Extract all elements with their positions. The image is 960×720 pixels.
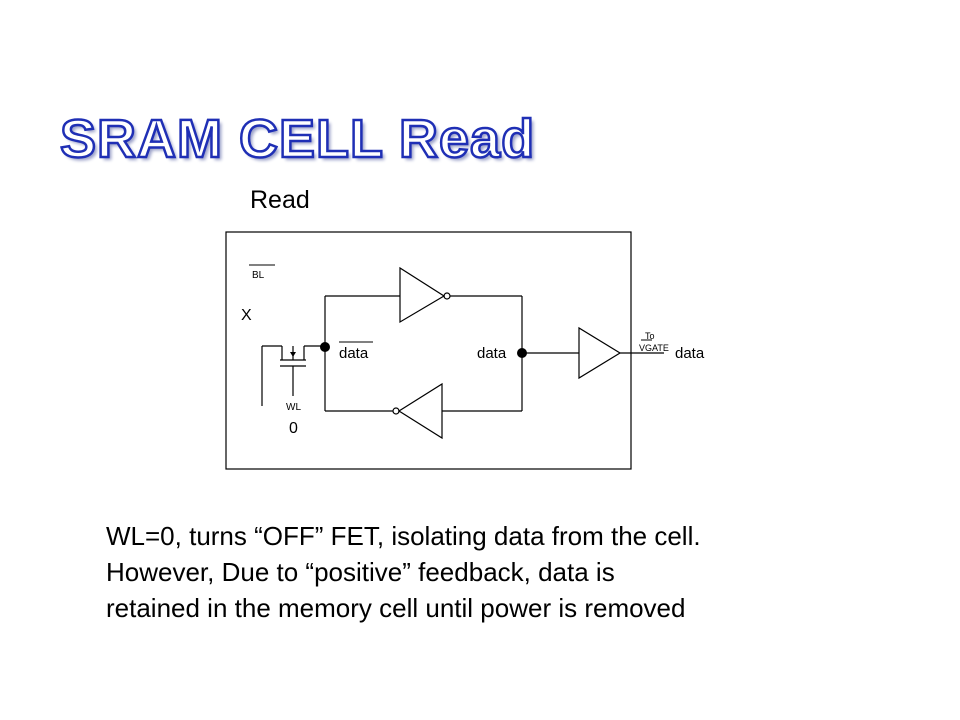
diagram-subtitle: Read	[250, 186, 310, 214]
wl-label: WL	[286, 402, 301, 413]
data-output-label: data	[675, 345, 705, 362]
inverter-top	[325, 266, 522, 324]
node-dot-left	[320, 342, 330, 352]
slide-title: SRAM CELL Read	[59, 108, 536, 171]
data-node-label: data	[477, 345, 507, 362]
output-buffer	[522, 326, 664, 380]
description-line: WL=0, turns “OFF” FET, isolating data fr…	[106, 521, 701, 551]
to-label: To	[645, 331, 655, 341]
cell-frame	[225, 231, 632, 470]
wl-value-label: 0	[289, 420, 298, 437]
inverter-bottom	[325, 382, 522, 440]
node-dot-right	[517, 348, 527, 358]
data-bar-label: data	[339, 345, 369, 362]
access-transistor	[262, 345, 325, 396]
bl-label: BL	[252, 270, 265, 281]
x-label: X	[241, 307, 252, 324]
description-line: However, Due to “positive” feedback, dat…	[106, 557, 615, 587]
vgate-label: VGATE	[639, 343, 669, 353]
description-line: retained in the memory cell until power …	[106, 593, 686, 623]
description-text: WL=0, turns “OFF” FET, isolating data fr…	[106, 518, 906, 626]
